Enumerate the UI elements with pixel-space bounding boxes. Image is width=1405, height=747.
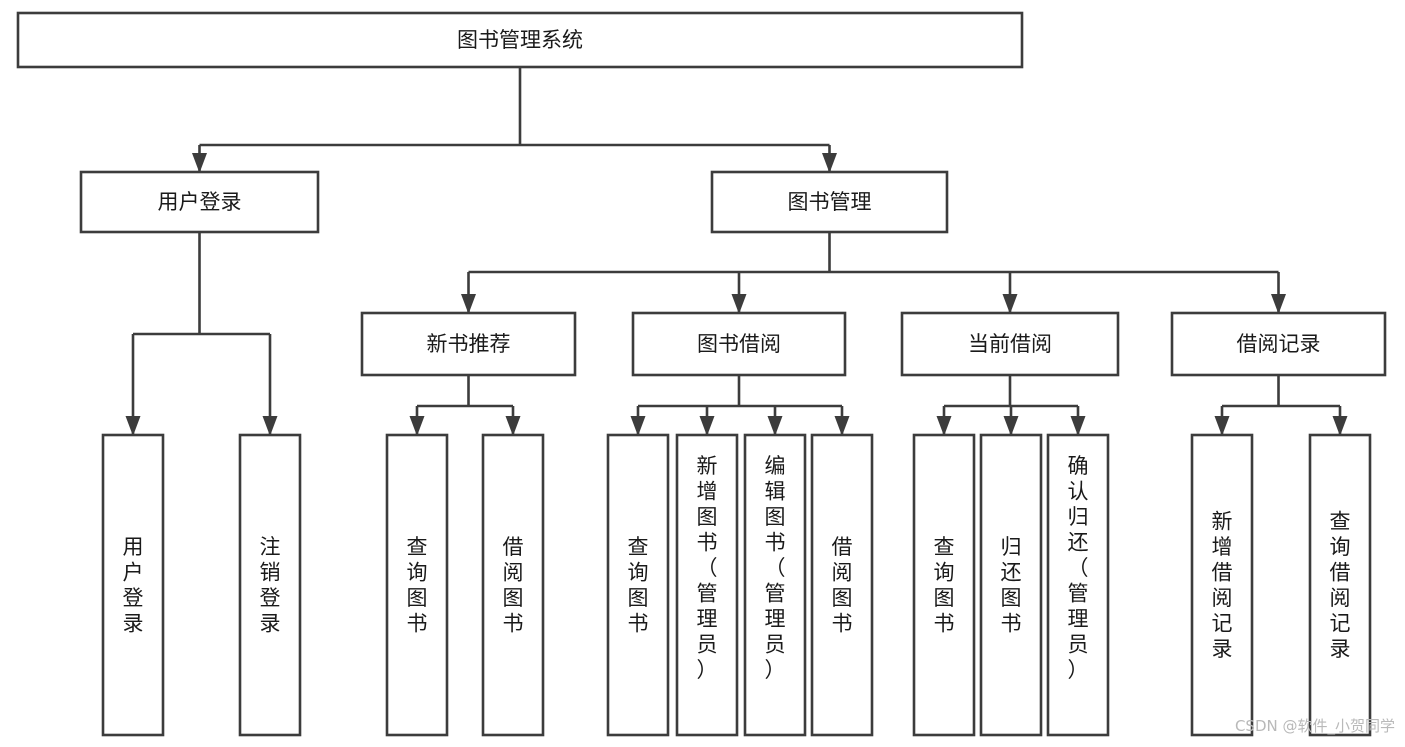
arrow-head [936, 416, 952, 436]
node-label-leaf_query_book_1: 查询图书 [407, 535, 428, 636]
node-box-book_borrow[interactable] [631, 311, 847, 377]
arrow-head [461, 294, 476, 314]
node-box-leaf_add_book[interactable] [675, 433, 739, 737]
node-leaf_borrow_book_2[interactable]: 借阅图书 [810, 433, 874, 737]
node-label-borrow_record: 借阅记录 [1237, 332, 1321, 356]
arrow-head [125, 416, 141, 436]
arrow-head [505, 416, 521, 436]
csdn-watermark: CSDN @软件_小贺同学 [1235, 717, 1395, 736]
node-box-book_manage[interactable] [710, 170, 949, 234]
node-box-leaf_return_book[interactable] [979, 433, 1043, 737]
node-box-leaf_logout[interactable] [238, 433, 302, 737]
node-new_book_rec[interactable]: 新书推荐 [360, 311, 577, 377]
edge-group-book_manage [461, 232, 1286, 314]
node-label-leaf_return_book: 归还图书 [1001, 535, 1022, 636]
node-leaf_add_record[interactable]: 新增借阅记录 [1190, 433, 1254, 737]
node-leaf_edit_book[interactable]: 编辑图书（管理员） [743, 433, 807, 737]
node-box-leaf_add_record[interactable] [1190, 433, 1254, 737]
node-box-leaf_borrow_book_1[interactable] [481, 433, 545, 737]
node-label-leaf_borrow_book_2: 借阅图书 [832, 535, 853, 636]
node-leaf_query_book_1[interactable]: 查询图书 [385, 433, 449, 737]
node-label-leaf_borrow_book_1: 借阅图书 [503, 535, 524, 636]
arrow-head [822, 153, 837, 173]
node-box-leaf_query_book_3[interactable] [912, 433, 976, 737]
node-label-new_book_rec: 新书推荐 [427, 332, 511, 356]
node-label-book_borrow: 图书借阅 [697, 332, 781, 356]
node-label-book_manage: 图书管理 [788, 190, 872, 214]
node-box-leaf_query_record[interactable] [1308, 433, 1372, 737]
node-user_login[interactable]: 用户登录 [79, 170, 320, 234]
arrow-head [1332, 416, 1348, 436]
node-leaf_query_book_2[interactable]: 查询图书 [606, 433, 670, 737]
arrow-head [1271, 294, 1286, 314]
arrow-head [262, 416, 278, 436]
node-box-new_book_rec[interactable] [360, 311, 577, 377]
edge-group-borrow_record [1214, 375, 1348, 436]
node-leaf_return_book[interactable]: 归还图书 [979, 433, 1043, 737]
node-box-leaf_query_book_2[interactable] [606, 433, 670, 737]
node-leaf_borrow_book_1[interactable]: 借阅图书 [481, 433, 545, 737]
node-label-leaf_confirm_return: 确认归还（管理员） [1068, 454, 1089, 682]
arrow-head [731, 294, 747, 314]
node-root[interactable]: 图书管理系统 [16, 11, 1024, 69]
node-box-leaf_confirm_return[interactable] [1046, 433, 1110, 737]
node-box-leaf_user_login[interactable] [101, 433, 165, 737]
arrow-head [767, 416, 783, 436]
node-leaf_query_record[interactable]: 查询借阅记录 [1308, 433, 1372, 737]
node-leaf_logout[interactable]: 注销登录 [238, 433, 302, 737]
edge-group-current_borrow [936, 375, 1086, 436]
connector-layer [125, 67, 1348, 436]
node-box-leaf_borrow_book_2[interactable] [810, 433, 874, 737]
arrow-head [409, 416, 425, 436]
node-label-leaf_add_record: 新增借阅记录 [1212, 509, 1233, 661]
arrow-head [1070, 416, 1086, 436]
arrow-head [1214, 416, 1230, 436]
node-box-current_borrow[interactable] [900, 311, 1120, 377]
node-label-root: 图书管理系统 [457, 28, 583, 52]
edge-group-root [192, 67, 837, 173]
node-box-user_login[interactable] [79, 170, 320, 234]
node-box-leaf_query_book_1[interactable] [385, 433, 449, 737]
arrow-head [630, 416, 646, 436]
node-book_manage[interactable]: 图书管理 [710, 170, 949, 234]
node-borrow_record[interactable]: 借阅记录 [1170, 311, 1387, 377]
edge-group-user_login [125, 232, 278, 436]
edge-group-new_book_rec [409, 375, 521, 436]
node-label-user_login: 用户登录 [158, 190, 242, 214]
node-label-leaf_query_record: 查询借阅记录 [1330, 509, 1351, 661]
arrow-head [192, 153, 207, 173]
node-leaf_user_login[interactable]: 用户登录 [101, 433, 165, 737]
arrow-head [699, 416, 715, 436]
node-leaf_confirm_return[interactable]: 确认归还（管理员） [1046, 433, 1110, 737]
node-leaf_add_book[interactable]: 新增图书（管理员） [675, 433, 739, 737]
arrow-head [834, 416, 850, 436]
node-layer: 图书管理系统用户登录图书管理新书推荐图书借阅当前借阅借阅记录用户登录注销登录查询… [16, 11, 1387, 737]
node-label-leaf_edit_book: 编辑图书（管理员） [765, 454, 786, 682]
node-label-leaf_query_book_2: 查询图书 [628, 535, 649, 636]
node-book_borrow[interactable]: 图书借阅 [631, 311, 847, 377]
node-box-leaf_edit_book[interactable] [743, 433, 807, 737]
node-label-leaf_add_book: 新增图书（管理员） [697, 454, 718, 682]
node-current_borrow[interactable]: 当前借阅 [900, 311, 1120, 377]
arrow-head [1003, 416, 1019, 436]
node-box-borrow_record[interactable] [1170, 311, 1387, 377]
node-box-root[interactable] [16, 11, 1024, 69]
node-label-leaf_query_book_3: 查询图书 [934, 535, 955, 636]
node-label-current_borrow: 当前借阅 [968, 332, 1052, 356]
edge-group-book_borrow [630, 375, 850, 436]
node-label-leaf_logout: 注销登录 [260, 535, 281, 636]
node-label-leaf_user_login: 用户登录 [123, 535, 144, 636]
arrow-head [1002, 294, 1018, 314]
node-leaf_query_book_3[interactable]: 查询图书 [912, 433, 976, 737]
